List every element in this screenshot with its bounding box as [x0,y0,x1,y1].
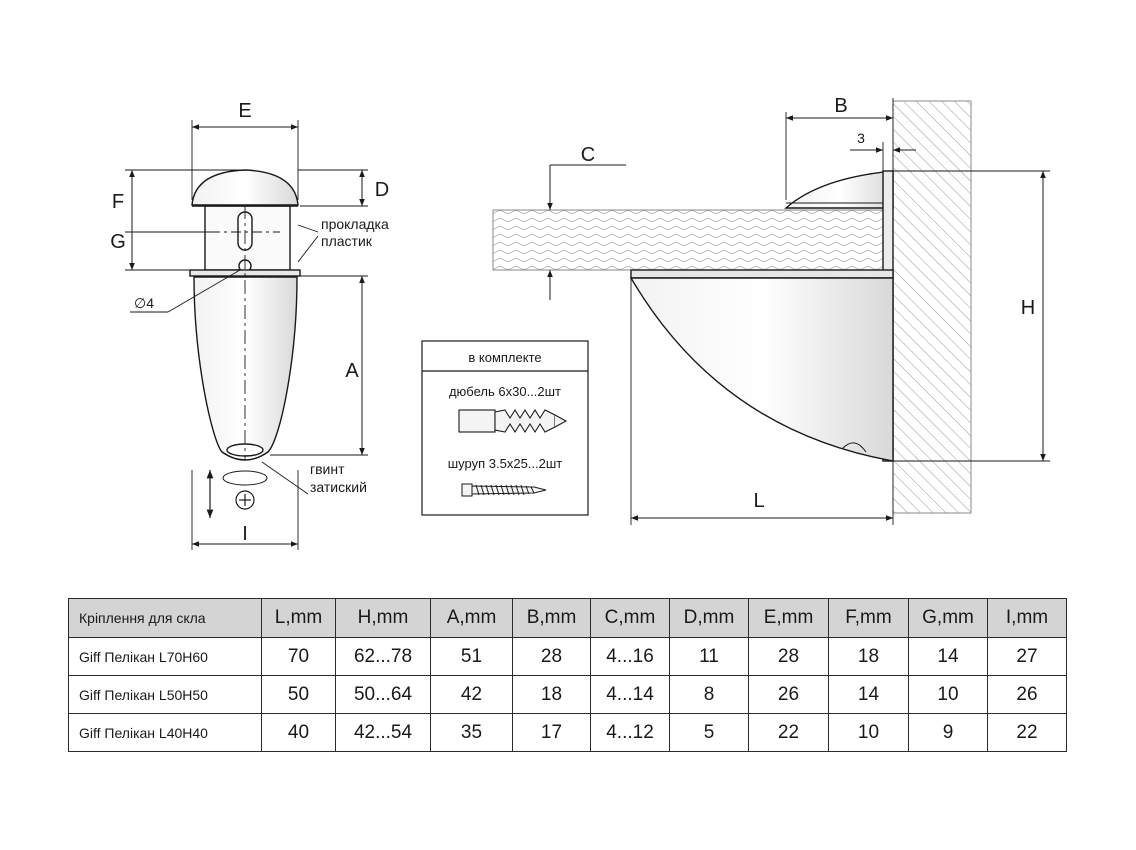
label-l: L [753,490,764,512]
cell: 22 [987,713,1067,752]
kit-dowel: дюбель 6x30...2шт [449,384,561,399]
cell: 22 [748,713,829,752]
cell: 28 [748,637,829,676]
screw-head-icon [235,490,255,510]
top-clamp [784,170,894,209]
cell-model: Giff Пелікан L40H40 [68,713,262,752]
cell: 50 [261,675,336,714]
cell: 62...78 [335,637,431,676]
cell: 42 [430,675,513,714]
label-a: A [345,360,359,382]
front-view [125,120,368,550]
cell: 50...64 [335,675,431,714]
cell: 14 [908,637,988,676]
label-d: D [375,179,389,201]
cell: 8 [669,675,749,714]
label-screw-1: гвинт [310,461,345,477]
table-row: Giff Пелікан L40H40 40 42...54 35 17 4..… [68,713,1067,752]
cell: 70 [261,637,336,676]
glass-shelf [492,209,884,271]
front-view-labels: E F G D A I ∅4 прокладка пластик гвинт з… [110,100,389,545]
dowel-icon [458,408,568,434]
spec-table: Кріплення для скла L,mm H,mm A,mm B,mm C… [68,598,1067,752]
cell-model: Giff Пелікан L70H60 [68,637,262,676]
header-b: B,mm [512,598,591,638]
label-c: C [581,144,595,166]
header-i: I,mm [987,598,1067,638]
cell: 26 [748,675,829,714]
label-g: G [110,231,126,253]
technical-drawing: E F G D A I ∅4 прокладка пластик гвинт з… [110,95,1050,550]
cell: 42...54 [335,713,431,752]
label-gasket-2: пластик [321,233,373,249]
label-diameter: ∅4 [134,295,154,311]
header-model: Кріплення для скла [68,598,262,638]
cell: 17 [512,713,591,752]
label-b: B [834,95,847,117]
header-c: C,mm [590,598,670,638]
cell: 51 [430,637,513,676]
cell: 10 [908,675,988,714]
cell: 18 [828,637,909,676]
label-e: E [238,100,251,122]
label-three: 3 [857,130,865,146]
side-view-labels: B 3 C H L [581,95,1035,512]
label-f: F [112,191,124,213]
header-g: G,mm [908,598,988,638]
header-l: L,mm [261,598,336,638]
header-d: D,mm [669,598,749,638]
wood-screw-icon [461,483,547,497]
bottom-plate [630,269,894,279]
kit-screw: шуруп 3.5x25...2шт [448,456,563,471]
table-row: Giff Пелікан L50H50 50 50...64 42 18 4..… [68,675,1067,714]
wall [892,100,972,514]
front-body [193,276,298,461]
cell: 26 [987,675,1067,714]
cell: 11 [669,637,749,676]
cell-model: Giff Пелікан L50H50 [68,675,262,714]
table-row: Giff Пелікан L70H60 70 62...78 51 28 4..… [68,637,1067,676]
cell: 10 [828,713,909,752]
kit-title: в комплекте [468,350,541,365]
cell: 4...16 [590,637,670,676]
bracket-body [629,277,894,462]
cell: 27 [987,637,1067,676]
header-f: F,mm [828,598,909,638]
label-i: I [242,523,248,545]
label-h: H [1021,297,1035,319]
front-cap [191,169,299,206]
cell: 18 [512,675,591,714]
cell: 4...12 [590,713,670,752]
label-gasket-1: прокладка [321,216,389,232]
label-screw-2: затиский [310,479,367,495]
kit-box [421,340,589,516]
cell: 40 [261,713,336,752]
cell: 14 [828,675,909,714]
cell: 5 [669,713,749,752]
header-e: E,mm [748,598,829,638]
cell: 28 [512,637,591,676]
cell: 4...14 [590,675,670,714]
cell: 35 [430,713,513,752]
side-view [492,98,1050,525]
table-header-row: Кріплення для скла L,mm H,mm A,mm B,mm C… [68,598,1067,638]
header-h: H,mm [335,598,431,638]
header-a: A,mm [430,598,513,638]
kit-labels: в комплекте дюбель 6x30...2шт шуруп 3.5x… [448,350,563,471]
cell: 9 [908,713,988,752]
